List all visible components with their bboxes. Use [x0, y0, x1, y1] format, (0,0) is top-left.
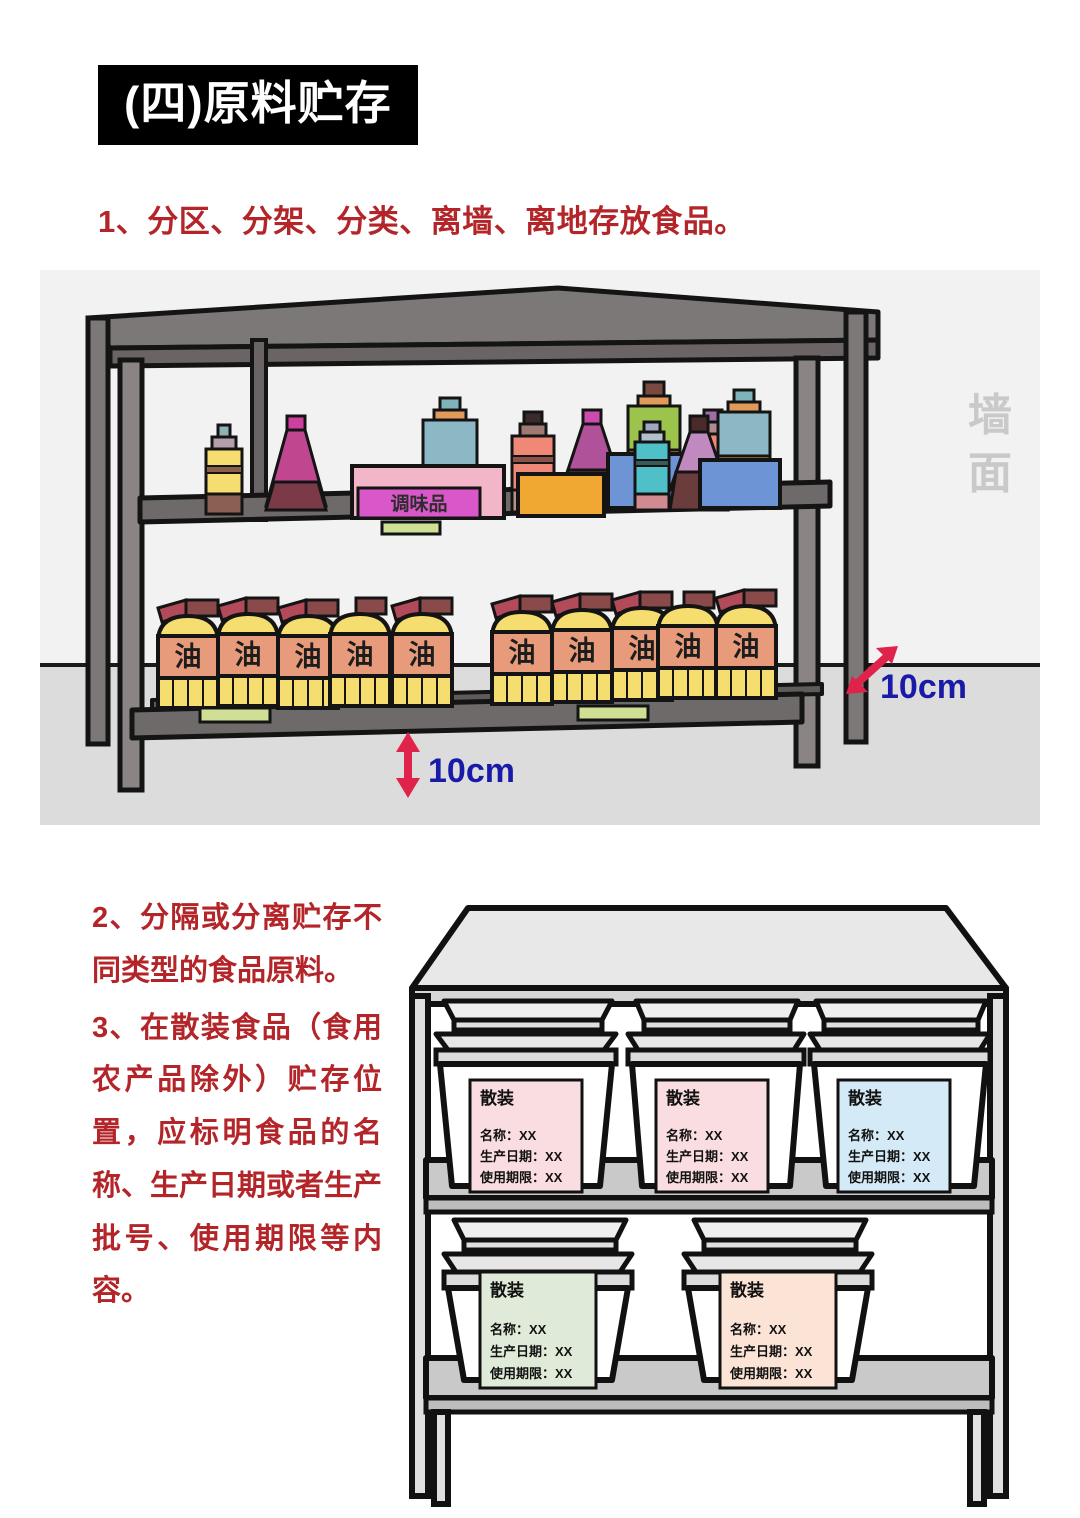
bin-label-title: 散装	[848, 1088, 882, 1108]
oil-bottle: 油	[328, 596, 392, 708]
shelf-chip-green	[380, 520, 442, 536]
bin-label	[836, 1078, 952, 1194]
measurement-wall-gap: 10cm	[846, 646, 967, 706]
bin-item: 散装 名称：XX 生产日期：XX 使用期限：XX	[625, 998, 807, 1194]
upright-front-right	[793, 355, 821, 769]
rule-text-3: 3、在散装食品（食用农产品除外）贮存位置，应标明食品的名称、生产日期或者生产批号…	[92, 1011, 383, 1308]
bottle-item	[264, 414, 328, 512]
oil-bottle: 油	[656, 590, 720, 700]
bin-label	[468, 1078, 584, 1194]
bin-label-line-3: 使用期限：XX	[489, 1366, 573, 1381]
bins-shelf-top-plate	[409, 905, 1009, 991]
measurement-floor-gap-text: 10cm	[428, 752, 515, 790]
bin-item: 散装 名称：XX 生产日期：XX 使用期限：XX	[433, 998, 619, 1194]
bins-middle-shelf-rail	[423, 1195, 995, 1215]
bin-label-line-2: 生产日期：XX	[848, 1149, 931, 1164]
bins-upright-left	[409, 993, 431, 1499]
oil-bottle-label: 油	[235, 640, 262, 670]
upright-back-left	[85, 315, 111, 747]
oil-bottle-label: 油	[347, 640, 374, 670]
oil-bottle: 油	[550, 592, 614, 704]
bin-label-title: 散装	[490, 1280, 524, 1300]
oil-bottle-label: 油	[675, 632, 702, 662]
oil-bottle-label: 油	[409, 640, 436, 670]
bin-label-line-2: 生产日期：XX	[730, 1344, 813, 1359]
oil-bottle: 油	[714, 588, 778, 700]
upright-back-right	[843, 309, 869, 745]
bin-label-line-2: 生产日期：XX	[666, 1149, 749, 1164]
measurement-wall-gap-text: 10cm	[880, 668, 967, 706]
oil-bottle: 油	[156, 598, 220, 710]
bin-item: 散装 名称：XX 生产日期：XX 使用期限：XX	[681, 1217, 875, 1390]
bin-label-line-3: 使用期限：XX	[665, 1170, 749, 1185]
bin-label-line-3: 使用期限：XX	[847, 1170, 931, 1185]
bin-label	[718, 1270, 838, 1390]
bins-leg-left	[431, 1409, 451, 1507]
oil-bottle: 油	[390, 596, 454, 708]
oil-bottle-label: 油	[295, 642, 322, 672]
bin-label-line-1: 名称：XX	[666, 1128, 723, 1143]
bin-label-line-1: 名称：XX	[730, 1322, 787, 1337]
bottle-item	[204, 423, 244, 516]
bins-upright-right	[987, 993, 1009, 1499]
bottle-item	[633, 420, 671, 512]
bin-label-title: 散装	[666, 1088, 700, 1108]
oil-bottle: 油	[216, 596, 280, 708]
rule-text-1: 1、分区、分架、分类、离墙、离地存放食品。	[98, 204, 746, 239]
shelf-frame	[85, 285, 881, 793]
bin-label-line-3: 使用期限：XX	[479, 1170, 563, 1185]
shelf-box	[516, 472, 606, 518]
oil-bottle-group: 油 油 油	[156, 588, 778, 724]
oil-bottle: 油	[490, 594, 554, 706]
oil-bottle-label: 油	[629, 634, 656, 664]
bin-item: 散装 名称：XX 生产日期：XX 使用期限：XX	[807, 998, 993, 1194]
bin-label	[478, 1270, 598, 1390]
pallet-chip	[576, 704, 650, 722]
bin-label-line-1: 名称：XX	[480, 1128, 537, 1143]
bin-label-line-2: 生产日期：XX	[490, 1344, 573, 1359]
bottle-group-top-shelf: 调味品	[204, 380, 782, 536]
page-title-badge: (四)原料贮存	[98, 65, 418, 146]
bin-item: 散装 名称：XX 生产日期：XX 使用期限：XX	[441, 1217, 635, 1390]
bin-label-line-1: 名称：XX	[848, 1128, 905, 1143]
bins-leg-right	[967, 1409, 987, 1507]
oil-bottle-label: 油	[175, 642, 202, 672]
wall-label: 墙 面	[968, 391, 1012, 498]
condiment-box: 调味品	[350, 464, 506, 520]
bins-bottom-shelf-rail	[423, 1395, 995, 1415]
shelf-box	[698, 458, 782, 510]
wall-label-char-2: 面	[968, 449, 1012, 498]
condiment-label-plate	[356, 486, 482, 520]
rules-text-column: 2、分隔或分离贮存不同类型的食品原料。 3、在散装食品（食用农产品除外）贮存位置…	[92, 892, 382, 1322]
condiment-box-label-text: 调味品	[390, 493, 447, 515]
bin-label-title: 散装	[480, 1088, 514, 1108]
oil-bottle-label: 油	[509, 638, 536, 668]
rule-text-2: 2、分隔或分离贮存不同类型的食品原料。	[92, 902, 382, 987]
bin-label-line-1: 名称：XX	[490, 1322, 547, 1337]
upright-front-left	[117, 357, 145, 793]
pallet-chip	[198, 706, 272, 724]
bins-storage-illustration: 散装 名称：XX 生产日期：XX 使用期限：XX 散装 名称：XX 生产日期：X…	[398, 868, 1018, 1513]
bin-label-title: 散装	[730, 1280, 764, 1300]
bin-label-line-2: 生产日期：XX	[480, 1149, 563, 1164]
shelf-storage-illustration: 调味品	[40, 270, 1040, 825]
oil-bottle-label: 油	[733, 632, 760, 662]
page-title: (四)原料贮存	[124, 77, 392, 129]
bin-label-line-3: 使用期限：XX	[729, 1366, 813, 1381]
measurement-floor-gap: 10cm	[396, 732, 515, 798]
bin-label	[654, 1078, 770, 1194]
oil-bottle-label: 油	[569, 636, 596, 666]
wall-label-char-1: 墙	[968, 391, 1012, 440]
